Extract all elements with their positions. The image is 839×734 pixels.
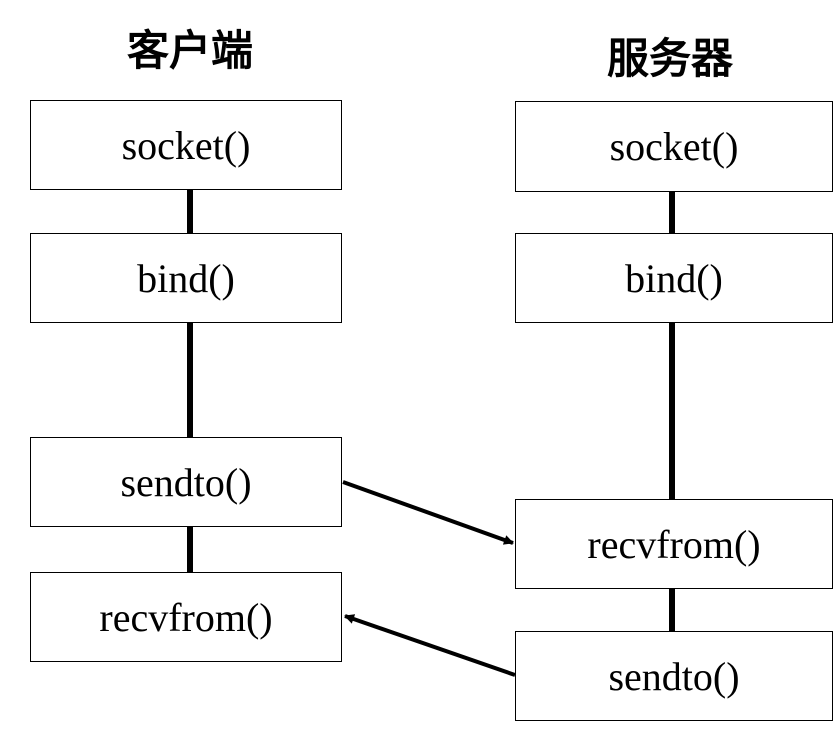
- client-step-recvfrom: recvfrom(): [30, 572, 342, 662]
- client-connector-bind-sendto: [187, 322, 193, 439]
- server-step-socket: socket(): [515, 101, 833, 192]
- server-connector-bind-recvfrom: [669, 322, 675, 500]
- server-step-sendto-label: sendto(): [608, 653, 740, 699]
- client-connector-sendto-recvfrom: [187, 526, 193, 574]
- client-step-sendto-label: sendto(): [120, 459, 252, 505]
- client-column-title: 客户端: [126, 26, 253, 75]
- client-step-bind-label: bind(): [137, 255, 235, 301]
- server-step-recvfrom: recvfrom(): [515, 499, 833, 589]
- server-connector-socket-bind: [669, 191, 675, 234]
- server-column-title: 服务器: [606, 34, 733, 83]
- server-step-bind-label: bind(): [625, 255, 723, 301]
- client-step-socket-label: socket(): [121, 122, 251, 168]
- server-step-bind: bind(): [515, 233, 833, 323]
- client-step-recvfrom-label: recvfrom(): [99, 594, 273, 640]
- client-step-bind: bind(): [30, 233, 342, 323]
- request-arrow: [342, 480, 514, 545]
- server-connector-recvfrom-sendto: [669, 588, 675, 632]
- client-connector-socket-bind: [187, 190, 193, 234]
- server-step-socket-label: socket(): [609, 124, 739, 169]
- server-step-recvfrom-label: recvfrom(): [587, 521, 761, 567]
- client-step-socket: socket(): [30, 100, 342, 190]
- server-step-sendto: sendto(): [515, 631, 833, 721]
- client-step-sendto: sendto(): [30, 437, 342, 527]
- response-arrow: [344, 614, 516, 677]
